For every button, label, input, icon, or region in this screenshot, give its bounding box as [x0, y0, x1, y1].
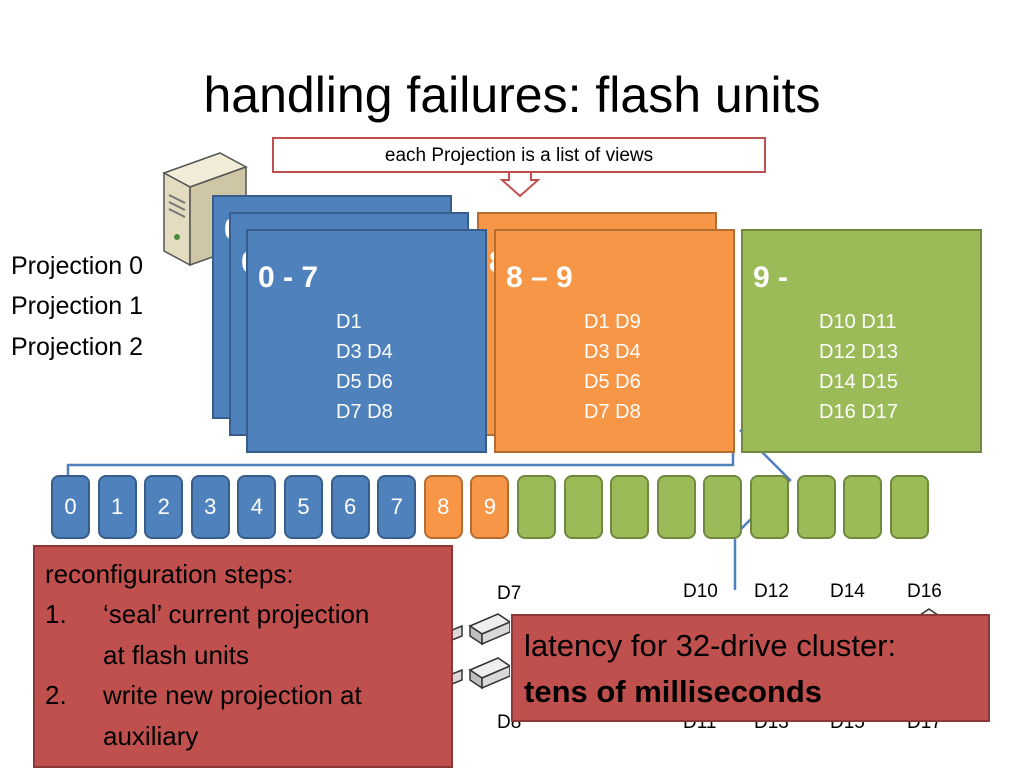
device-label: D14 [830, 581, 865, 602]
view-device-row: D7 D8 [584, 401, 641, 423]
step-text: ‘seal’ current projection [103, 599, 370, 629]
reconfiguration-steps-box: reconfiguration steps: 1. ‘seal’ current… [33, 545, 453, 768]
device-label: D10 [683, 581, 718, 602]
step-number: 1. [45, 599, 67, 629]
log-unit-4: 4 [237, 475, 277, 539]
step-text: auxiliary [103, 721, 199, 751]
log-unit-12 [610, 475, 650, 539]
step-text: at flash units [103, 640, 249, 670]
log-unit-3: 3 [190, 475, 230, 539]
step-text: write new projection at [103, 680, 362, 710]
log-unit-1: 1 [97, 475, 137, 539]
view-device-row: D16 D17 [819, 401, 898, 423]
log-unit-15 [750, 475, 789, 539]
log-unit-17 [843, 475, 883, 539]
view-device-row: D10 D11 [819, 311, 897, 333]
log-unit-18 [889, 475, 929, 539]
view-device-row: D1 D9 [584, 311, 641, 333]
projection-label-1: Projection 1 [11, 292, 144, 320]
view-card-8-9: 8 – 9 D1 D9 D3 D4 D5 D6 D7 D8 [494, 229, 735, 453]
log-unit-10 [517, 475, 556, 539]
view-devices: D10 D11 D12 D13 D14 D15 D16 D17 [819, 307, 898, 427]
view-device-row: D5 D6 [584, 371, 641, 393]
callout-arrow-icon [500, 172, 540, 198]
view-range: 9 - [753, 261, 789, 294]
log-unit-11 [563, 475, 603, 539]
projection-label-2: Projection 2 [11, 333, 144, 361]
slide-title: handling failures: flash units [203, 67, 821, 123]
latency-line-2: tens of milliseconds [524, 674, 823, 709]
view-card-9-onward: 9 - D10 D11 D12 D13 D14 D15 D16 D17 [741, 229, 982, 453]
device-label: D12 [754, 581, 789, 602]
latency-line-1: latency for 32-drive cluster: [524, 628, 897, 663]
log-unit-16 [796, 475, 836, 539]
log-unit-5: 5 [284, 475, 323, 539]
latency-box: latency for 32-drive cluster: tens of mi… [511, 614, 990, 722]
view-device-row: D3 D4 [584, 341, 641, 363]
log-unit-6: 6 [330, 475, 370, 539]
log-unit-2: 2 [144, 475, 184, 539]
view-device-row: D5 D6 [336, 371, 393, 393]
step-number: 2. [45, 680, 67, 710]
log-unit-9: 9 [470, 475, 510, 539]
view-device-row: D12 D13 [819, 341, 898, 363]
view-range: 0 - 7 [258, 261, 319, 294]
view-device-row: D3 D4 [336, 341, 393, 363]
steps-heading: reconfiguration steps: [45, 559, 294, 589]
log-unit-0: 0 [51, 475, 90, 539]
log-unit-7: 7 [377, 475, 417, 539]
projection-label-0: Projection 0 [11, 252, 144, 280]
callout-box: each Projection is a list of views [272, 137, 766, 173]
view-devices: D1 D3 D4 D5 D6 D7 D8 [336, 307, 393, 427]
view-card-0-7: 0 - 7 D1 D3 D4 D5 D6 D7 D8 [246, 229, 487, 453]
log-unit-14 [703, 475, 743, 539]
view-device-row: D7 D8 [336, 401, 393, 423]
view-device-row: D14 D15 [819, 371, 898, 393]
log-unit-8: 8 [423, 475, 463, 539]
log-unit-13 [656, 475, 696, 539]
server-icon [162, 152, 248, 267]
view-devices: D1 D9 D3 D4 D5 D6 D7 D8 [584, 307, 641, 427]
view-device-row: D1 [336, 311, 362, 333]
view-range: 8 – 9 [506, 261, 573, 294]
device-label: D16 [907, 581, 942, 602]
device-label: D7 [497, 583, 522, 604]
